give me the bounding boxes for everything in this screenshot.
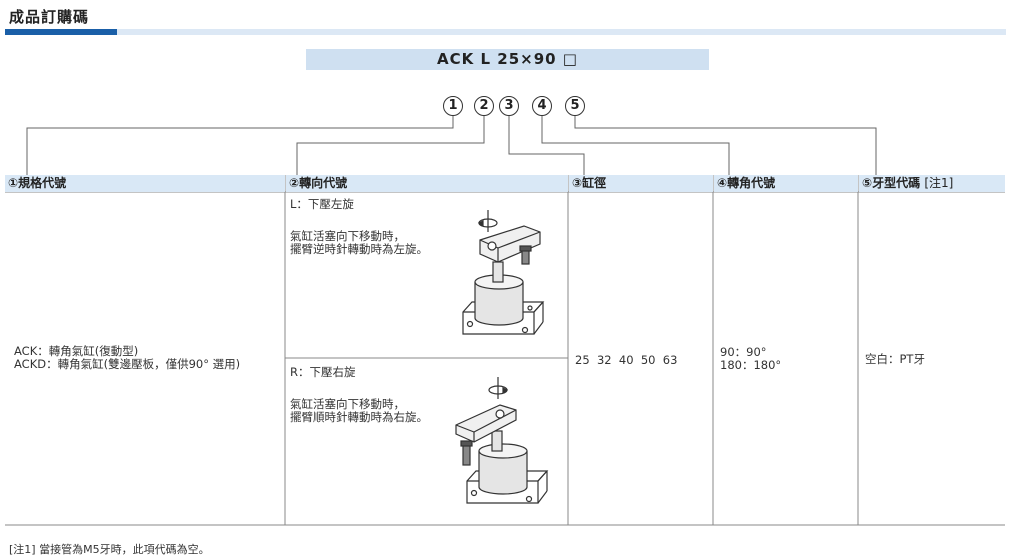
- spec-ackd: ACKD：轉角氣缸(雙邊壓板，僅供90° 選用): [14, 357, 241, 371]
- marker-1: 1: [443, 96, 463, 116]
- title-underline: [5, 29, 1006, 35]
- column-header-rotation: ②轉向代號: [286, 175, 568, 192]
- bore-values: 25 32 40 50 63: [575, 353, 678, 367]
- rotation-left-desc-1: 氣缸活塞向下移動時，: [290, 229, 405, 243]
- marker-2: 2: [474, 96, 494, 116]
- title-underline-accent: [5, 29, 117, 35]
- rotation-left-title: L：下壓左旋: [290, 197, 354, 211]
- column-header-bore: ③缸徑: [569, 175, 713, 192]
- page-title: 成品訂購碼: [9, 8, 90, 26]
- angle-90: 90：90°: [720, 345, 767, 359]
- order-code: ACK L 25×90 □: [437, 50, 578, 68]
- spec-ack: ACK：轉角氣缸(復動型): [14, 344, 139, 358]
- column-header-thread: ⑤牙型代碼 [注1]: [859, 175, 1005, 192]
- rotation-right-desc-1: 氣缸活塞向下移動時，: [290, 397, 405, 411]
- order-code-box: [306, 49, 709, 70]
- angle-180: 180：180°: [720, 358, 782, 372]
- column-header-spec: ①規格代號: [5, 175, 285, 192]
- marker-5: 5: [565, 96, 585, 116]
- cylinder-illustration-right: [455, 377, 549, 504]
- rotation-right-title: R：下壓右旋: [290, 365, 356, 379]
- rotation-left-desc-2: 擺臂逆時針轉動時為左旋。: [290, 242, 428, 256]
- marker-3: 3: [499, 96, 519, 116]
- cylinder-illustration-left: [462, 210, 545, 335]
- footnote: [注1] 當接管為M5牙時，此項代碼為空。: [9, 543, 210, 556]
- footnote-ref: [注1]: [924, 176, 954, 190]
- marker-4: 4: [532, 96, 552, 116]
- rotation-right-desc-2: 擺臂順時針轉動時為右旋。: [290, 410, 428, 424]
- thread-default: 空白：PT牙: [865, 352, 925, 366]
- column-header-angle: ④轉角代號: [714, 175, 858, 192]
